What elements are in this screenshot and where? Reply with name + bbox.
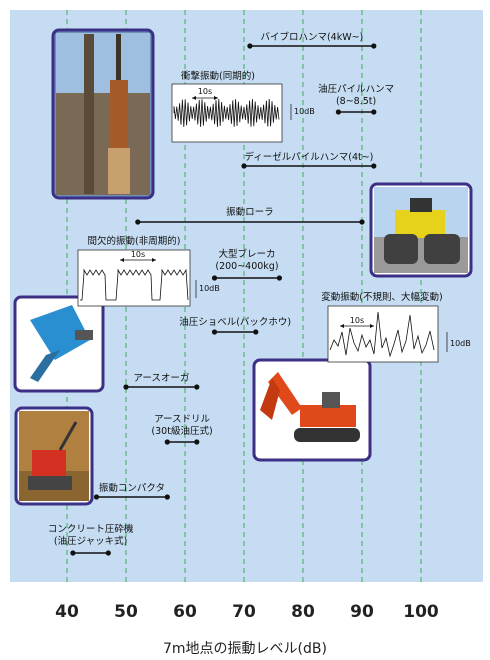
range-endpoint <box>371 163 377 169</box>
range-endpoint <box>93 494 100 500</box>
x-tick-label: 80 <box>291 602 315 622</box>
vibration-roller-photo <box>369 182 473 278</box>
range-label: 振動ローラ <box>226 206 274 218</box>
inset-period: 10s <box>198 87 212 96</box>
range-endpoint <box>211 329 218 335</box>
range-bar: 大型ブレーカ(200~400kg) <box>211 248 282 281</box>
inset-period: 10s <box>131 250 145 259</box>
inset-scale: 10dB <box>199 284 220 293</box>
range-endpoint <box>371 109 377 115</box>
range-bar: コンクリート圧砕機(油圧ジャッキ式) <box>48 523 134 556</box>
x-tick-label: 50 <box>114 602 138 622</box>
range-endpoint <box>164 494 170 500</box>
range-endpoint <box>105 550 111 556</box>
range-bar: アースオーガ <box>123 373 200 390</box>
range-label: (30t級油圧式) <box>151 425 212 437</box>
inset-fluctuating-vibration: 変動振動(不規則、大幅変動) 10s 10dB <box>321 291 471 363</box>
range-label: ディーゼルパイルハンマ(4t~) <box>244 151 373 163</box>
x-tick-label: 40 <box>55 602 79 622</box>
inset-title: 変動振動(不規則、大幅変動) <box>321 291 442 303</box>
range-label: (油圧ジャッキ式) <box>54 535 127 547</box>
range-endpoint <box>359 219 365 225</box>
range-label: コンクリート圧砕機 <box>48 523 134 535</box>
range-label: 大型ブレーカ <box>218 248 275 260</box>
range-endpoint <box>194 384 200 390</box>
range-bar: 振動ローラ <box>135 206 365 225</box>
range-endpoint <box>276 275 282 281</box>
pile-driver-photo <box>51 28 155 200</box>
breaker-photo <box>13 295 105 393</box>
inset-title: 間欠的振動(非周期的) <box>88 235 181 247</box>
range-label: (200~400kg) <box>215 261 278 272</box>
x-axis-label: 7m地点の振動レベル(dB) <box>163 641 327 657</box>
chart-plot-area: バイブロハンマ(4kW~) 油圧パイルハンマ(8~8.5t) ディーゼルパイルハンマ… <box>10 10 483 582</box>
range-endpoint <box>247 43 253 49</box>
x-tick-label: 70 <box>232 602 256 622</box>
range-label: (8~8.5t) <box>336 96 376 107</box>
range-endpoint <box>211 275 218 281</box>
chart-svg: バイブロハンマ(4kW~) 油圧パイルハンマ(8~8.5t) ディーゼルパイルハンマ… <box>10 10 483 582</box>
range-endpoint <box>194 439 200 445</box>
range-bar: バイブロハンマ(4kW~) <box>247 31 377 49</box>
range-endpoint <box>253 329 259 335</box>
inset-title: 衝撃振動(同期的) <box>181 70 255 82</box>
inset-intermittent-vibration: 間欠的振動(非周期的) 10s 10dB <box>77 235 220 307</box>
compactor-photo <box>14 406 94 506</box>
range-bar: 振動コンパクタ <box>93 482 170 500</box>
inset-scale: 10dB <box>450 339 471 348</box>
inset-scale: 10dB <box>294 107 315 116</box>
range-label: バイブロハンマ(4kW~) <box>260 31 363 43</box>
range-bar: ディーゼルパイルハンマ(4t~) <box>241 151 377 169</box>
range-bar: アースドリル(30t級油圧式) <box>151 414 213 445</box>
range-endpoint <box>371 43 377 49</box>
range-label: アースオーガ <box>133 373 189 384</box>
x-tick-label: 100 <box>403 602 439 622</box>
x-tick-label: 60 <box>173 602 197 622</box>
inset-impact-vibration: 衝撃振動(同期的) 10s 10dB <box>171 70 315 143</box>
range-label: アースドリル <box>154 414 210 425</box>
range-label: 振動コンパクタ <box>99 482 165 494</box>
range-bar: 油圧パイルハンマ(8~8.5t) <box>318 83 394 115</box>
x-tick-label: 90 <box>350 602 374 622</box>
range-label: 油圧ショベル(バックホウ) <box>179 316 291 328</box>
excavator-photo <box>252 358 372 462</box>
range-endpoint <box>241 163 247 169</box>
range-endpoint <box>135 219 141 225</box>
range-endpoint <box>70 550 76 556</box>
range-endpoint <box>164 439 170 445</box>
range-label: 油圧パイルハンマ <box>318 83 394 95</box>
range-endpoint <box>123 384 129 390</box>
range-endpoint <box>335 109 341 115</box>
range-bar: 油圧ショベル(バックホウ) <box>179 316 291 335</box>
inset-period: 10s <box>350 316 364 325</box>
